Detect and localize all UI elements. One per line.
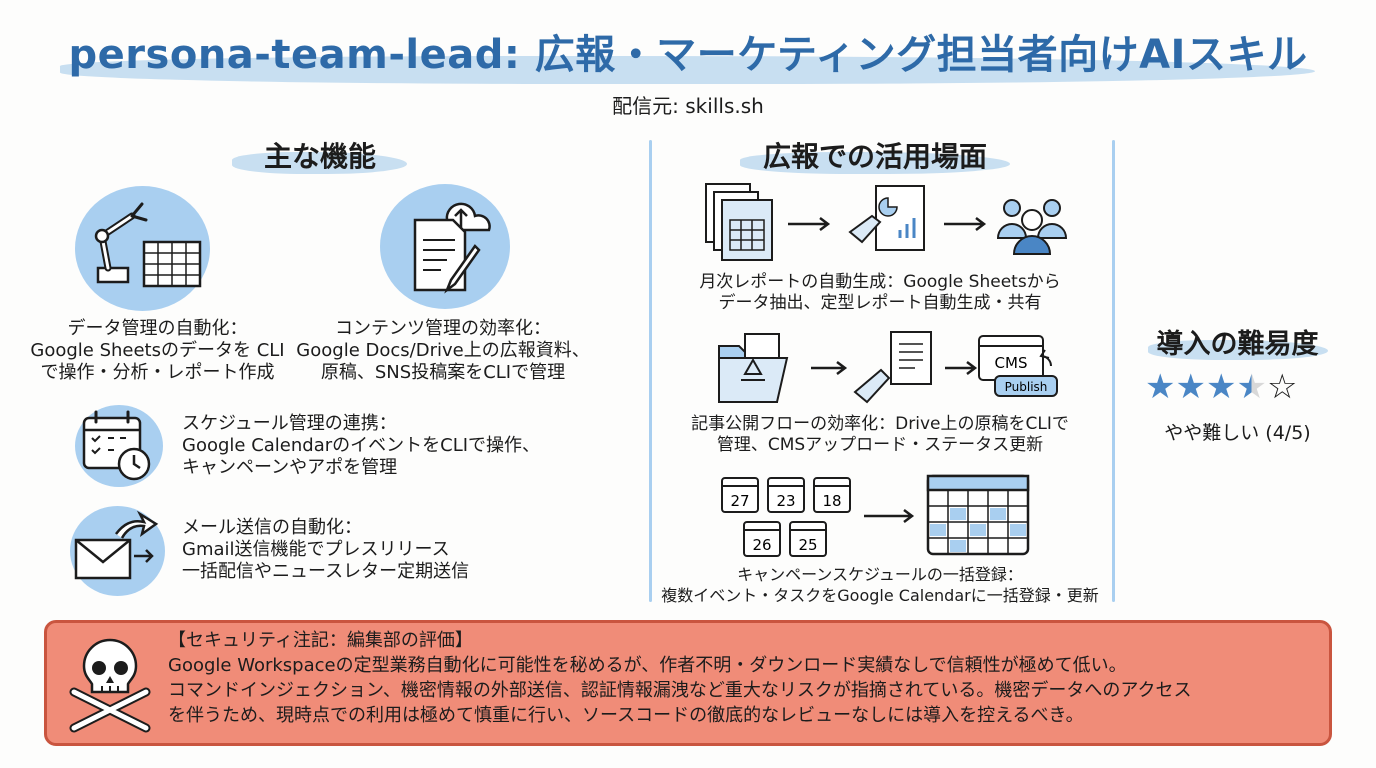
usecase-line: キャンペーンスケジュールの一括登録： xyxy=(737,565,1023,584)
star-icon: ★ xyxy=(1175,367,1206,407)
security-warning-text: 【セキュリティ注記：編集部の評価】 Google Workspaceの定型業務自… xyxy=(168,628,1191,728)
usecase-caption: キャンペーンスケジュールの一括登録： 複数イベント・タスクをGoogle Cal… xyxy=(655,564,1105,606)
difficulty-label: やや難しい (4/5) xyxy=(1164,422,1311,444)
feature-title: スケジュール管理の連携： xyxy=(182,413,397,434)
arrow-icon xyxy=(944,217,987,231)
calendar-date: 25 xyxy=(798,536,817,554)
robot-arm-spreadsheet-icon xyxy=(94,202,202,288)
feature-text: コンテンツ管理の効率化： Google Docs/Drive上の広報資料、 原稿… xyxy=(293,318,593,384)
feature-title: データ管理の自動化： xyxy=(67,318,248,339)
feature-desc: Google Sheetsのデータを CLI xyxy=(30,340,285,361)
calendar-bulk-diagram: 27 23 18 26 25 xyxy=(721,474,1030,557)
arrow-icon xyxy=(945,361,978,375)
warning-line: Google Workspaceの定型業務自動化に可能性を秘めるが、作者不明・ダ… xyxy=(168,655,1127,676)
divider xyxy=(649,140,652,602)
small-calendar-icon: 23 xyxy=(767,477,805,513)
feature-desc: Google Docs/Drive上の広報資料、 xyxy=(296,340,590,361)
spreadsheet-files-icon xyxy=(705,183,773,261)
small-calendar-icon: 27 xyxy=(721,477,759,513)
source-label: 配信元: skills.sh xyxy=(612,94,764,118)
heading-brush xyxy=(740,152,1010,174)
publish-label: Publish xyxy=(1005,380,1048,394)
document-pen-cloud-icon xyxy=(413,202,491,294)
publish-flow-diagram: CMS Publish xyxy=(718,331,1058,404)
heading-brush xyxy=(1148,340,1328,360)
arrow-icon xyxy=(788,217,831,231)
star-icon: ☆ xyxy=(1266,367,1298,407)
usecase-line: 複数イベント・タスクをGoogle Calendarに一括登録・更新 xyxy=(661,586,1099,605)
security-warning-box xyxy=(44,620,1332,746)
calendar-date: 26 xyxy=(752,536,771,554)
star-icon: ★ xyxy=(1145,367,1176,407)
feature-text: メール送信の自動化： Gmail送信機能でプレスリリース 一括配信やニュースレタ… xyxy=(182,517,469,583)
heading-brush xyxy=(232,152,407,174)
feature-desc: Google CalendarのイベントをCLIで操作、 xyxy=(182,435,541,456)
warning-line: コマンドインジェクション、機密情報の外部送信、認証情報漏洩など重大なリスクが指摘… xyxy=(168,680,1192,701)
small-calendar-icon: 26 xyxy=(743,521,781,557)
star-icon: ★ xyxy=(1236,367,1267,407)
calendar-date: 23 xyxy=(776,492,795,510)
usecase-caption: 記事公開フローの効率化：Drive上の原稿をCLIで 管理、CMSアップロード・… xyxy=(660,414,1100,456)
calendar-date: 27 xyxy=(730,492,749,510)
title-brush xyxy=(60,56,1315,84)
feature-desc: で操作・分析・レポート作成 xyxy=(40,362,275,383)
usecase-line: 月次レポートの自動生成：Google Sheetsから xyxy=(699,272,1061,292)
small-calendar-icon: 25 xyxy=(789,521,827,557)
calendar-clock-icon xyxy=(82,410,151,481)
features-heading: 主な機能 xyxy=(263,140,376,173)
difficulty-stars: ★★★★☆ xyxy=(1145,370,1297,404)
divider xyxy=(1112,140,1115,602)
usecase-line: データ抽出、定型レポート自動生成・共有 xyxy=(718,293,1042,313)
skull-crossbones-icon xyxy=(69,638,151,733)
warning-heading: 【セキュリティ注記：編集部の評価】 xyxy=(168,630,473,651)
feature-title: コンテンツ管理の効率化： xyxy=(335,318,551,339)
feature-desc: キャンペーンやアポを管理 xyxy=(182,457,398,478)
large-calendar-icon xyxy=(926,474,1030,556)
usecase-line: 記事公開フローの効率化：Drive上の原稿をCLIで xyxy=(691,414,1069,434)
arrow-icon xyxy=(811,361,848,375)
calendar-date: 18 xyxy=(822,492,841,510)
report-flow-diagram xyxy=(705,183,1068,261)
feature-desc: Gmail送信機能でプレスリリース xyxy=(182,539,450,560)
feature-title: メール送信の自動化： xyxy=(182,517,362,538)
small-calendar-icon: 18 xyxy=(813,477,851,513)
feature-desc: 原稿、SNS投稿案をCLIで管理 xyxy=(320,362,566,383)
publish-button xyxy=(994,375,1058,397)
arrow-icon xyxy=(864,509,915,523)
cms-label: CMS xyxy=(995,354,1028,372)
star-icon: ★ xyxy=(1205,367,1237,407)
feature-desc: 一括配信やニュースレター定期送信 xyxy=(182,561,470,582)
difficulty-heading: 導入の難易度 xyxy=(1156,329,1319,360)
drive-folder-icon xyxy=(718,333,789,403)
feature-text: データ管理の自動化： Google Sheetsのデータを CLI で操作・分析… xyxy=(25,318,290,384)
team-people-icon xyxy=(996,199,1068,255)
robot-hand-document-icon xyxy=(853,331,932,404)
usecase-line: 管理、CMSアップロード・ステータス更新 xyxy=(716,435,1044,455)
usecase-caption: 月次レポートの自動生成：Google Sheetsから データ抽出、定型レポート… xyxy=(660,272,1100,314)
robot-hand-report-icon xyxy=(848,185,925,251)
feature-text: スケジュール管理の連携： Google CalendarのイベントをCLIで操作… xyxy=(182,413,540,479)
usecases-heading: 広報での活用場面 xyxy=(762,140,987,173)
mail-send-icon xyxy=(74,510,159,580)
warning-line: を伴うため、現時点での利用は極めて慎重に行い、ソースコードの徹底的なレビューなし… xyxy=(168,705,1084,726)
page-title: persona-team-lead: 広報・マーケティング担当者向けAIスキル xyxy=(68,32,1308,78)
